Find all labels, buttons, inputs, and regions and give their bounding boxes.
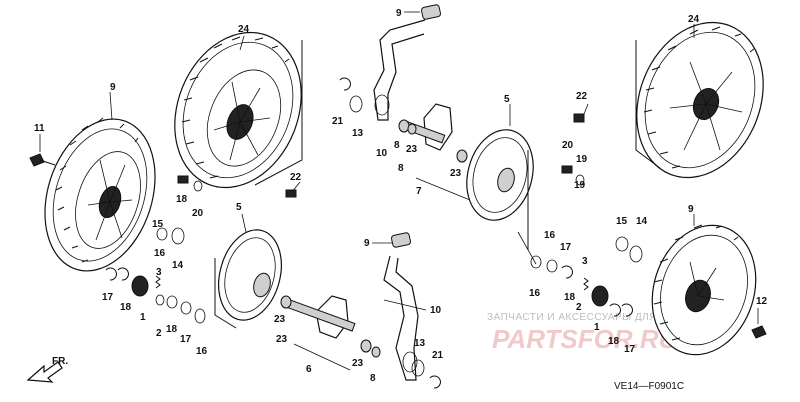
watermark-logo-text: PARTSFOR.RU	[492, 324, 679, 354]
callout: 7	[416, 186, 422, 197]
callout: 19	[576, 154, 588, 165]
callout: 12	[756, 296, 768, 307]
height-lever-lower	[383, 232, 419, 381]
gear-pulley-right	[466, 129, 534, 250]
callout: 17	[624, 344, 636, 355]
callout: 22	[290, 172, 302, 183]
callout: 10	[376, 148, 388, 159]
callout: 23	[450, 168, 462, 179]
callout: 9	[688, 204, 694, 215]
small-parts-right	[339, 77, 767, 389]
callout: 2	[576, 302, 582, 313]
height-lever-upper	[373, 4, 441, 121]
callout: 8	[398, 163, 404, 174]
callout: 18	[176, 194, 188, 205]
direction-label: FR.	[52, 356, 68, 367]
callout: 18	[564, 292, 576, 303]
callout: 8	[370, 373, 376, 384]
callout: 5	[504, 94, 510, 105]
callout: 20	[192, 208, 204, 219]
callout: 17	[560, 242, 572, 253]
callout: 9	[110, 82, 116, 93]
wheel-left-rear	[174, 31, 303, 189]
callout: 20	[562, 140, 574, 151]
callout: 24	[238, 24, 250, 35]
gear-pulley-left	[214, 229, 282, 329]
callout: 1	[140, 312, 146, 323]
watermark-text: ЗАПЧАСТИ И АКСЕССУАРЫ ДЛЯ МОТОТЕХНИКИ	[487, 312, 742, 323]
callout: 16	[529, 288, 541, 299]
front-direction-arrow: FR.	[26, 356, 68, 383]
callout: 23	[276, 334, 288, 345]
callout: 21	[432, 350, 444, 361]
callout: 19	[574, 180, 586, 191]
callout: 18	[120, 302, 132, 313]
callout: 5	[236, 202, 242, 213]
callout: 15	[152, 219, 164, 230]
callout: 18	[166, 324, 178, 335]
callout: 22	[576, 91, 588, 102]
callout: 18	[608, 336, 620, 347]
callout: 16	[544, 230, 556, 241]
callout: 17	[180, 334, 192, 345]
callout: 1	[594, 322, 600, 333]
callout: 17	[102, 292, 114, 303]
callout: 2	[156, 328, 162, 339]
callout: 8	[394, 140, 400, 151]
wheel-right-front	[651, 224, 757, 356]
callout: 3	[156, 267, 162, 278]
wheel-right-rear	[635, 21, 764, 179]
callout: 3	[582, 256, 588, 267]
callout: 24	[688, 14, 700, 25]
callout: 11	[34, 123, 45, 134]
callout: 16	[154, 248, 166, 259]
callout: 15	[616, 216, 628, 227]
callout: 6	[306, 364, 312, 375]
diagram-code: VE14—F0901C	[614, 381, 684, 392]
leader-lines	[39, 11, 759, 371]
callout: 9	[396, 8, 402, 19]
callout: 14	[636, 216, 648, 227]
small-parts-left	[29, 153, 297, 324]
callout: 21	[332, 116, 344, 127]
callout: 10	[430, 305, 442, 316]
shaft-bracket-lower	[280, 295, 381, 358]
callout: 23	[406, 144, 418, 155]
callout: 13	[352, 128, 364, 139]
callout-labels: 9 11 24 24 9 5 22 21 13 10 8 23 8 7 23 2…	[34, 8, 768, 384]
callout: 13	[414, 338, 426, 349]
shaft-bracket-upper	[398, 103, 468, 163]
callout: 23	[352, 358, 364, 369]
callout: 16	[196, 346, 208, 357]
wheel-left-front	[44, 117, 156, 272]
callout: 14	[172, 260, 184, 271]
callout: 9	[364, 238, 370, 249]
callout: 23	[274, 314, 286, 325]
